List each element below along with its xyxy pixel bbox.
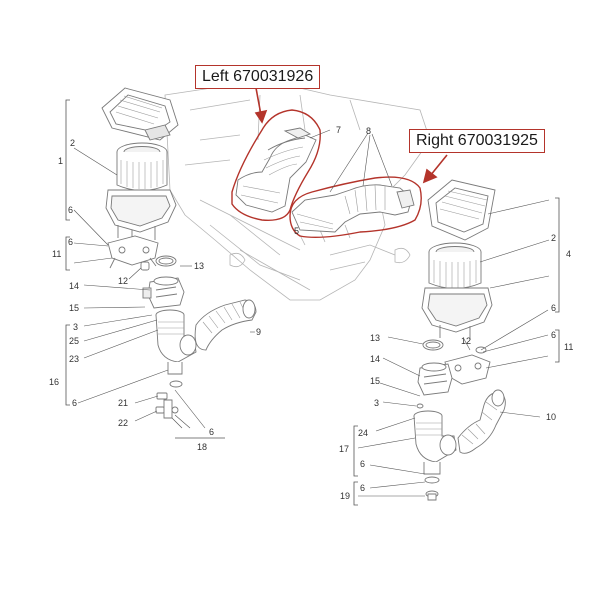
leader-lines [73,129,550,497]
bracket-1 [65,99,70,221]
label-17: 17 [339,444,349,454]
label-15: 15 [69,303,79,313]
label-r14: 14 [370,354,380,364]
bracket-11-left [65,236,70,271]
right-duct-highlight [289,176,422,239]
label-24: 24 [358,428,368,438]
label-13: 13 [194,261,204,271]
label-6d: 6 [209,427,214,437]
right-arrowhead [422,168,438,184]
bracket-16 [65,324,70,406]
label-6b: 6 [68,237,73,247]
left-part-labels: 1 2 6 11 6 12 13 14 15 3 25 23 16 6 21 2… [49,138,261,452]
left-air-filter [116,142,168,191]
label-23: 23 [69,354,79,364]
label-4: 4 [566,249,571,259]
bracket-17 [353,425,358,477]
label-5: 5 [294,226,299,236]
label-r13: 13 [370,333,380,343]
label-19: 19 [340,491,350,501]
right-air-filter [428,242,482,289]
right-maf-sensor [417,362,453,396]
bracket-11-right [555,329,560,363]
left-part-callout: Left 670031926 [195,65,321,89]
label-25: 25 [69,336,79,346]
right-intake-hose [457,389,506,454]
left-arrowhead [254,109,268,124]
label-r6b: 6 [551,330,556,340]
label-10: 10 [546,412,556,422]
right-lower-duct [413,410,457,475]
left-center-duct [235,127,317,213]
label-9: 9 [256,327,261,337]
left-airbox-base [105,189,177,244]
label-8: 8 [366,126,371,136]
right-airbox-cover [427,179,496,241]
right-airbox-base [421,287,493,340]
label-r6d: 6 [360,483,365,493]
label-r15: 15 [370,376,380,386]
left-clamps [155,380,183,419]
highlight-outlines [231,109,422,239]
right-part-callout: Right 670031925 [409,129,545,153]
callout-arrows [254,87,448,184]
label-r6c: 6 [360,459,365,469]
label-21: 21 [118,398,128,408]
left-lower-duct [155,309,197,375]
label-6: 6 [68,205,73,215]
right-center-duct [291,184,415,233]
label-7: 7 [336,125,341,135]
left-maf-sensor [142,276,185,309]
left-intake-hose [194,299,257,351]
bracket-4 [555,197,560,313]
label-r12: 12 [461,336,471,346]
right-callout-arrow [429,154,448,177]
label-r6: 6 [551,303,556,313]
label-18: 18 [197,442,207,452]
label-3: 3 [73,322,78,332]
right-seal [422,339,444,351]
label-r11: 11 [564,342,573,352]
right-small-hardware [416,403,440,501]
label-11: 11 [52,249,61,259]
right-part-labels: 2 4 6 13 12 6 11 14 15 3 24 17 6 6 19 10 [339,233,573,501]
label-1: 1 [58,156,63,166]
label-r2: 2 [551,233,556,243]
left-airbox-cover [101,87,179,141]
left-bracket [107,235,159,269]
left-seal [155,255,177,267]
bracket-19 [353,481,358,506]
label-2: 2 [70,138,75,148]
center-part-labels: 7 8 5 [294,125,371,236]
left-callout-arrow [255,87,262,116]
label-16: 16 [49,377,59,387]
label-12: 12 [118,276,128,286]
group-brackets [65,99,560,506]
label-22: 22 [118,418,128,428]
label-14: 14 [69,281,79,291]
label-r3: 3 [374,398,379,408]
label-6c: 6 [72,398,77,408]
left-small-clip [140,261,150,271]
left-duct-highlight [231,109,321,221]
